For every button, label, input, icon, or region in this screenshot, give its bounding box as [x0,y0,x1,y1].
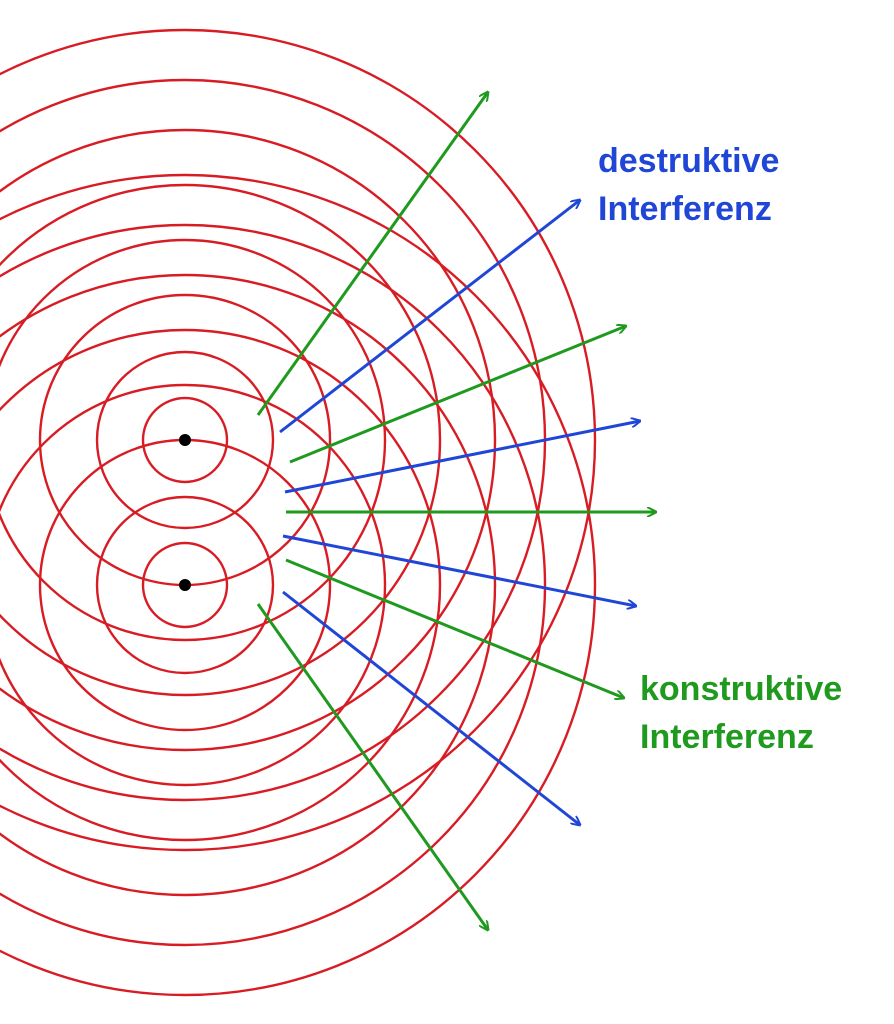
constructive-label-line2: Interferenz [640,718,814,756]
upper-source-wavefront-5 [0,183,442,697]
constructive-rays [256,92,656,930]
constructive-ray-4-arrow [285,558,624,698]
upper-source-wavefront-2 [95,350,275,530]
upper-source-wavefront-6 [0,128,497,752]
lower-source-wavefront-2 [95,495,275,675]
lower-source-wavefront-5 [0,328,442,842]
lower-source-wavefront-1 [141,541,229,629]
destructive-ray-1-arrow [279,200,580,434]
destructive-label-line2: Interferenz [598,190,772,228]
upper-source-wavefront-8 [0,28,597,852]
wavefronts-upper-source [0,28,597,852]
wavefronts-lower-source [0,173,597,997]
destructive-label-line1: destruktive [598,142,779,180]
lower-source-wavefront-4 [0,383,387,787]
upper-source-wavefront-1 [141,396,229,484]
destructive-rays [279,200,640,825]
constructive-ray-1-arrow [256,92,488,416]
constructive-label-line1: konstruktive [640,670,842,708]
lower-source-wavefront-6 [0,273,497,897]
upper-source-wavefront-4 [0,238,387,642]
lower-source-dot [179,579,191,591]
destructive-ray-2-arrow [284,421,640,494]
destructive-ray-4-arrow [282,590,580,825]
constructive-ray-2-arrow [289,326,626,464]
constructive-ray-5-arrow [256,603,488,930]
upper-source-dot [179,434,191,446]
destructive-ray-3-arrow [282,534,636,606]
lower-source-wavefront-8 [0,173,597,997]
lower-source-wavefront-7 [0,223,547,947]
